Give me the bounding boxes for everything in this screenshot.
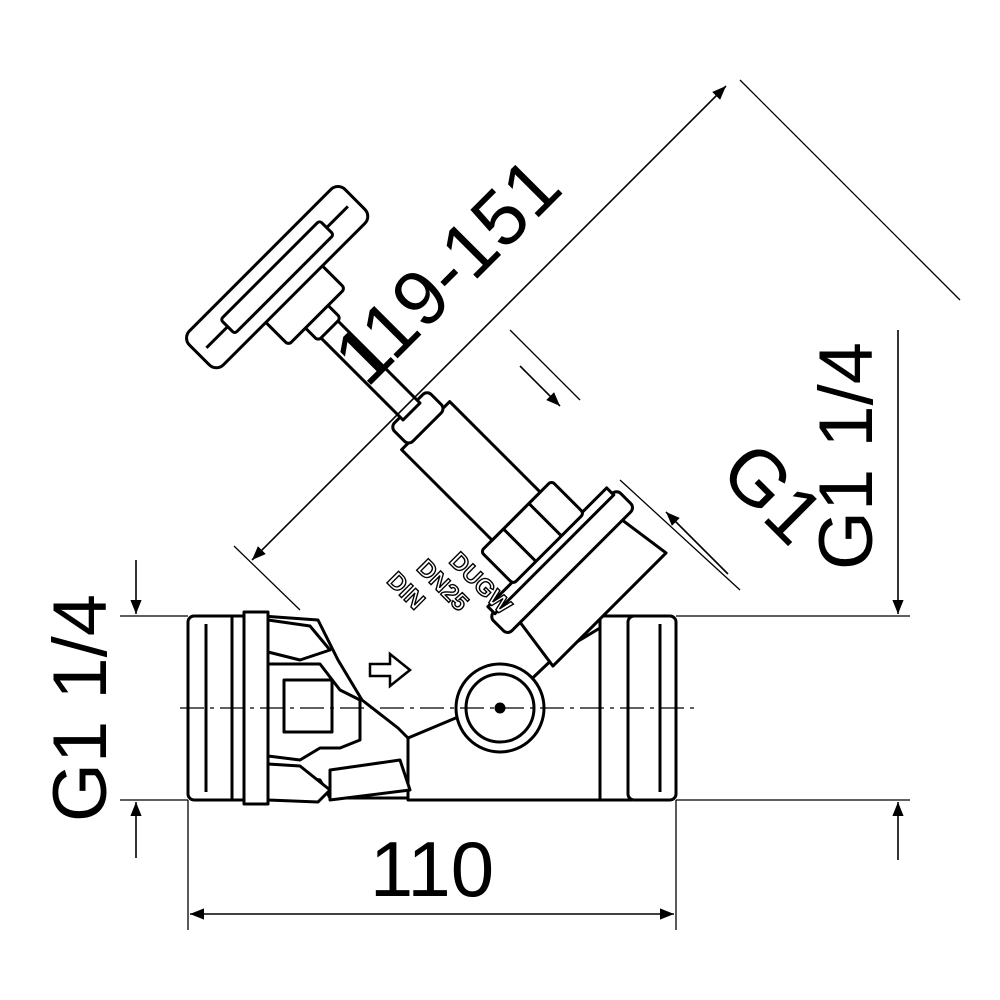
left-thread-label: G1 1/4 <box>38 594 123 822</box>
flow-arrow-icon <box>368 651 413 689</box>
diagonal-dimension-line <box>251 85 727 561</box>
diagonal-length-label: 119-151 <box>317 141 578 402</box>
flow-insert <box>266 618 412 804</box>
overall-length-label: 110 <box>370 825 494 913</box>
bonnet-thread-dim-top <box>519 365 561 407</box>
right-thread-label: G1 1/4 <box>804 342 889 570</box>
dimension-arrows <box>130 85 904 920</box>
bonnet-thread-dim-bottom <box>665 511 729 575</box>
